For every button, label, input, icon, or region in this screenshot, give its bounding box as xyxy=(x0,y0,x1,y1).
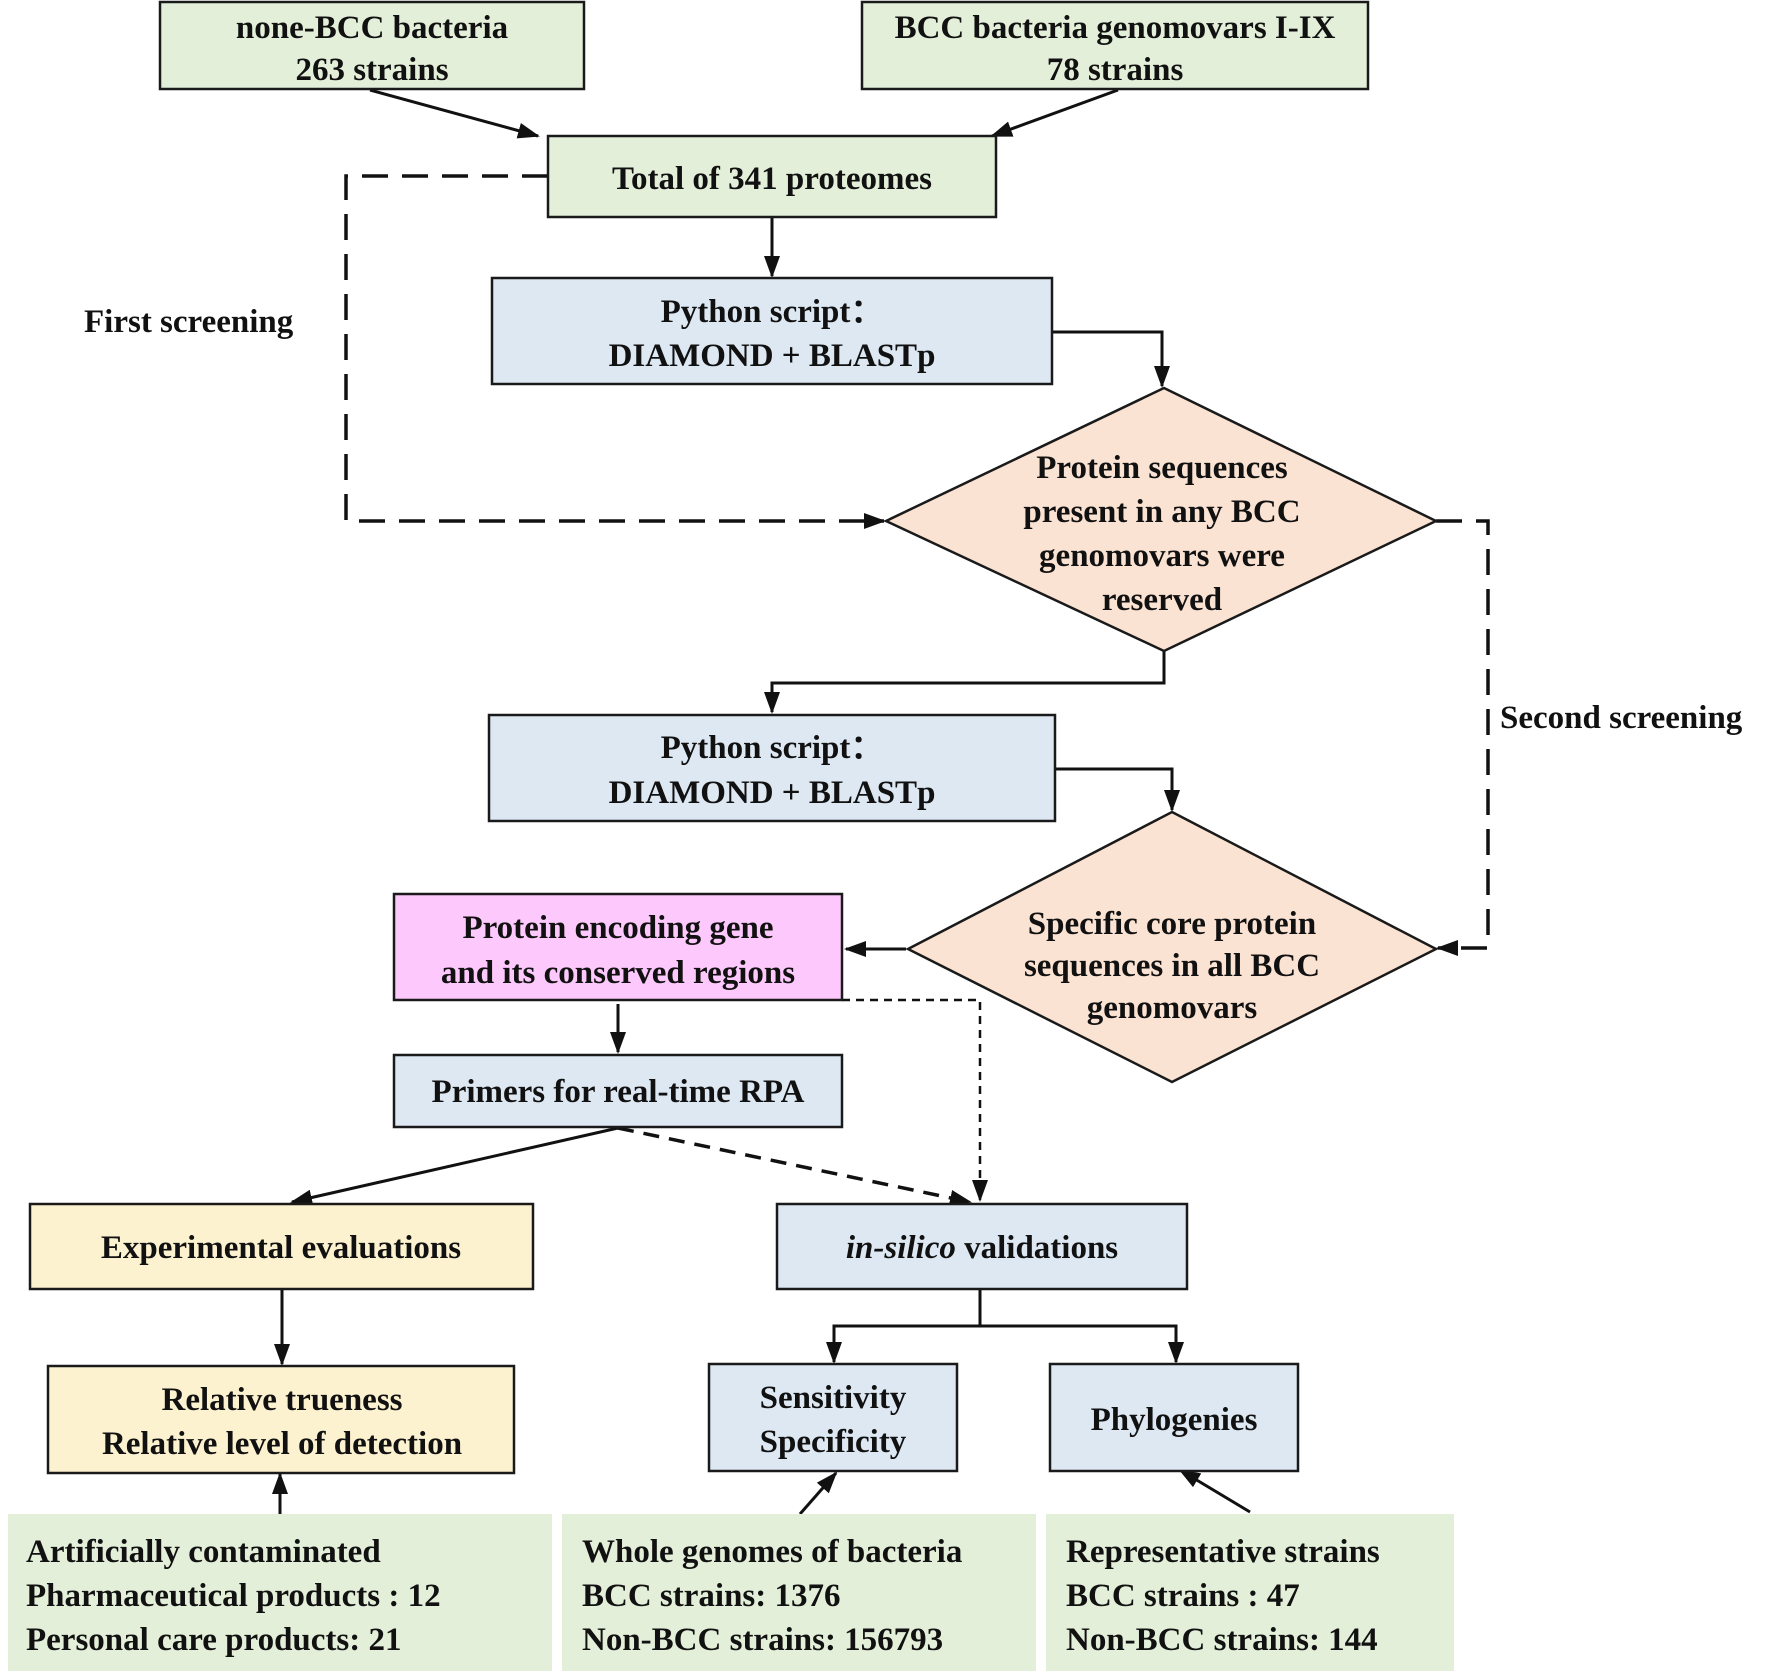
node-genomes-line-2: BCC strains: 1376 xyxy=(582,1578,841,1614)
node-phylogenies: Phylogenies xyxy=(1048,1362,1300,1473)
node-python-1-line-1: Python script： xyxy=(661,294,884,330)
second-screening-path xyxy=(1436,519,1490,956)
node-trueness-line-1: Relative trueness xyxy=(161,1382,402,1418)
node-python-1: Python script： DIAMOND + BLASTp xyxy=(490,276,1054,386)
arrow-insilico-to-sensitivity xyxy=(826,1290,982,1364)
node-diamond-2-line-3: genomovars xyxy=(1087,990,1258,1026)
node-diamond-1-line-4: reserved xyxy=(1102,582,1222,618)
node-diamond-1-line-1: Protein sequences xyxy=(1036,450,1288,486)
arrow-gene-to-insilico xyxy=(842,998,988,1202)
arrow-python2-to-diamond2 xyxy=(1055,767,1180,812)
node-diamond-2: Specific core protein sequences in all B… xyxy=(905,810,1439,1084)
node-total: Total of 341 proteomes xyxy=(546,134,998,219)
node-phylogenies-line-1: Phylogenies xyxy=(1091,1402,1258,1438)
node-diamond-1: Protein sequences present in any BCC gen… xyxy=(883,386,1439,653)
node-genomes-line-1: Whole genomes of bacteria xyxy=(582,1534,962,1570)
node-representative-line-3: Non-BCC strains: 144 xyxy=(1066,1622,1378,1658)
node-bcc-line-1: BCC bacteria genomovars I-IX xyxy=(895,10,1336,46)
arrow-python1-to-diamond1 xyxy=(1052,330,1170,388)
node-diamond-2-line-2: sequences in all BCC xyxy=(1024,948,1320,984)
node-contaminated-line-2: Pharmaceutical products : 12 xyxy=(26,1578,441,1614)
label-second-screening: Second screening xyxy=(1500,700,1743,736)
node-non-bcc: none-BCC bacteria 263 strains xyxy=(158,0,586,91)
node-insilico-label: in-silico validations xyxy=(846,1230,1118,1266)
node-genomes: Whole genomes of bacteria BCC strains: 1… xyxy=(562,1514,1036,1671)
node-insilico: in-silico validations xyxy=(775,1202,1189,1291)
node-insilico-rest: validations xyxy=(956,1230,1118,1266)
node-sensitivity: Sensitivity Specificity xyxy=(707,1362,959,1473)
node-trueness: Relative trueness Relative level of dete… xyxy=(46,1364,516,1475)
arrow-primers-to-insilico xyxy=(617,1126,972,1206)
node-primers-line-1: Primers for real-time RPA xyxy=(432,1074,805,1110)
node-python-2: Python script： DIAMOND + BLASTp xyxy=(487,713,1057,823)
node-contaminated-line-1: Artificially contaminated xyxy=(26,1534,381,1570)
node-representative-line-1: Representative strains xyxy=(1066,1534,1380,1570)
arrow-bcc-to-total xyxy=(990,88,1119,138)
node-sensitivity-line-1: Sensitivity xyxy=(760,1380,907,1416)
arrow-diamond1-to-python2 xyxy=(764,651,1166,714)
arrow-nonbcc-to-total xyxy=(369,88,540,139)
node-non-bcc-line-1: none-BCC bacteria xyxy=(236,10,508,46)
node-python-2-line-1: Python script： xyxy=(661,730,884,766)
node-trueness-line-2: Relative level of detection xyxy=(102,1426,462,1462)
node-protein-gene-line-2: and its conserved regions xyxy=(441,955,795,991)
node-representative-line-2: BCC strains : 47 xyxy=(1066,1578,1300,1614)
node-primers: Primers for real-time RPA xyxy=(392,1053,844,1129)
node-experimental: Experimental evaluations xyxy=(28,1202,535,1291)
arrow-representative-to-phylogenies xyxy=(1178,1468,1251,1514)
node-python-1-line-2: DIAMOND + BLASTp xyxy=(609,338,936,374)
node-non-bcc-line-2: 263 strains xyxy=(295,52,448,88)
node-protein-gene-line-1: Protein encoding gene xyxy=(462,910,773,946)
node-representative: Representative strains BCC strains : 47 … xyxy=(1046,1514,1454,1671)
arrow-genomes-to-sensitivity xyxy=(798,1471,838,1515)
node-protein-gene: Protein encoding gene and its conserved … xyxy=(392,892,844,1002)
node-sensitivity-line-2: Specificity xyxy=(760,1424,907,1460)
node-python-2-line-2: DIAMOND + BLASTp xyxy=(609,775,936,811)
node-bcc-line-2: 78 strains xyxy=(1047,52,1184,88)
node-contaminated: Artificially contaminated Pharmaceutical… xyxy=(8,1514,552,1671)
node-total-line-1: Total of 341 proteomes xyxy=(612,161,932,197)
label-first-screening: First screening xyxy=(84,304,294,340)
node-diamond-1-line-2: present in any BCC xyxy=(1023,494,1300,530)
node-genomes-line-3: Non-BCC strains: 156793 xyxy=(582,1622,943,1658)
node-contaminated-line-3: Personal care products: 21 xyxy=(26,1622,402,1658)
arrow-primers-to-experimental xyxy=(290,1126,619,1206)
arrow-insilico-to-phylogenies xyxy=(980,1324,1184,1364)
node-diamond-2-line-1: Specific core protein xyxy=(1028,906,1316,942)
node-experimental-line-1: Experimental evaluations xyxy=(101,1230,461,1266)
node-bcc: BCC bacteria genomovars I-IX 78 strains xyxy=(860,0,1370,91)
first-screening-path xyxy=(344,174,886,529)
node-diamond-1-line-3: genomovars were xyxy=(1039,538,1285,574)
node-insilico-italic: in-silico xyxy=(846,1230,956,1266)
